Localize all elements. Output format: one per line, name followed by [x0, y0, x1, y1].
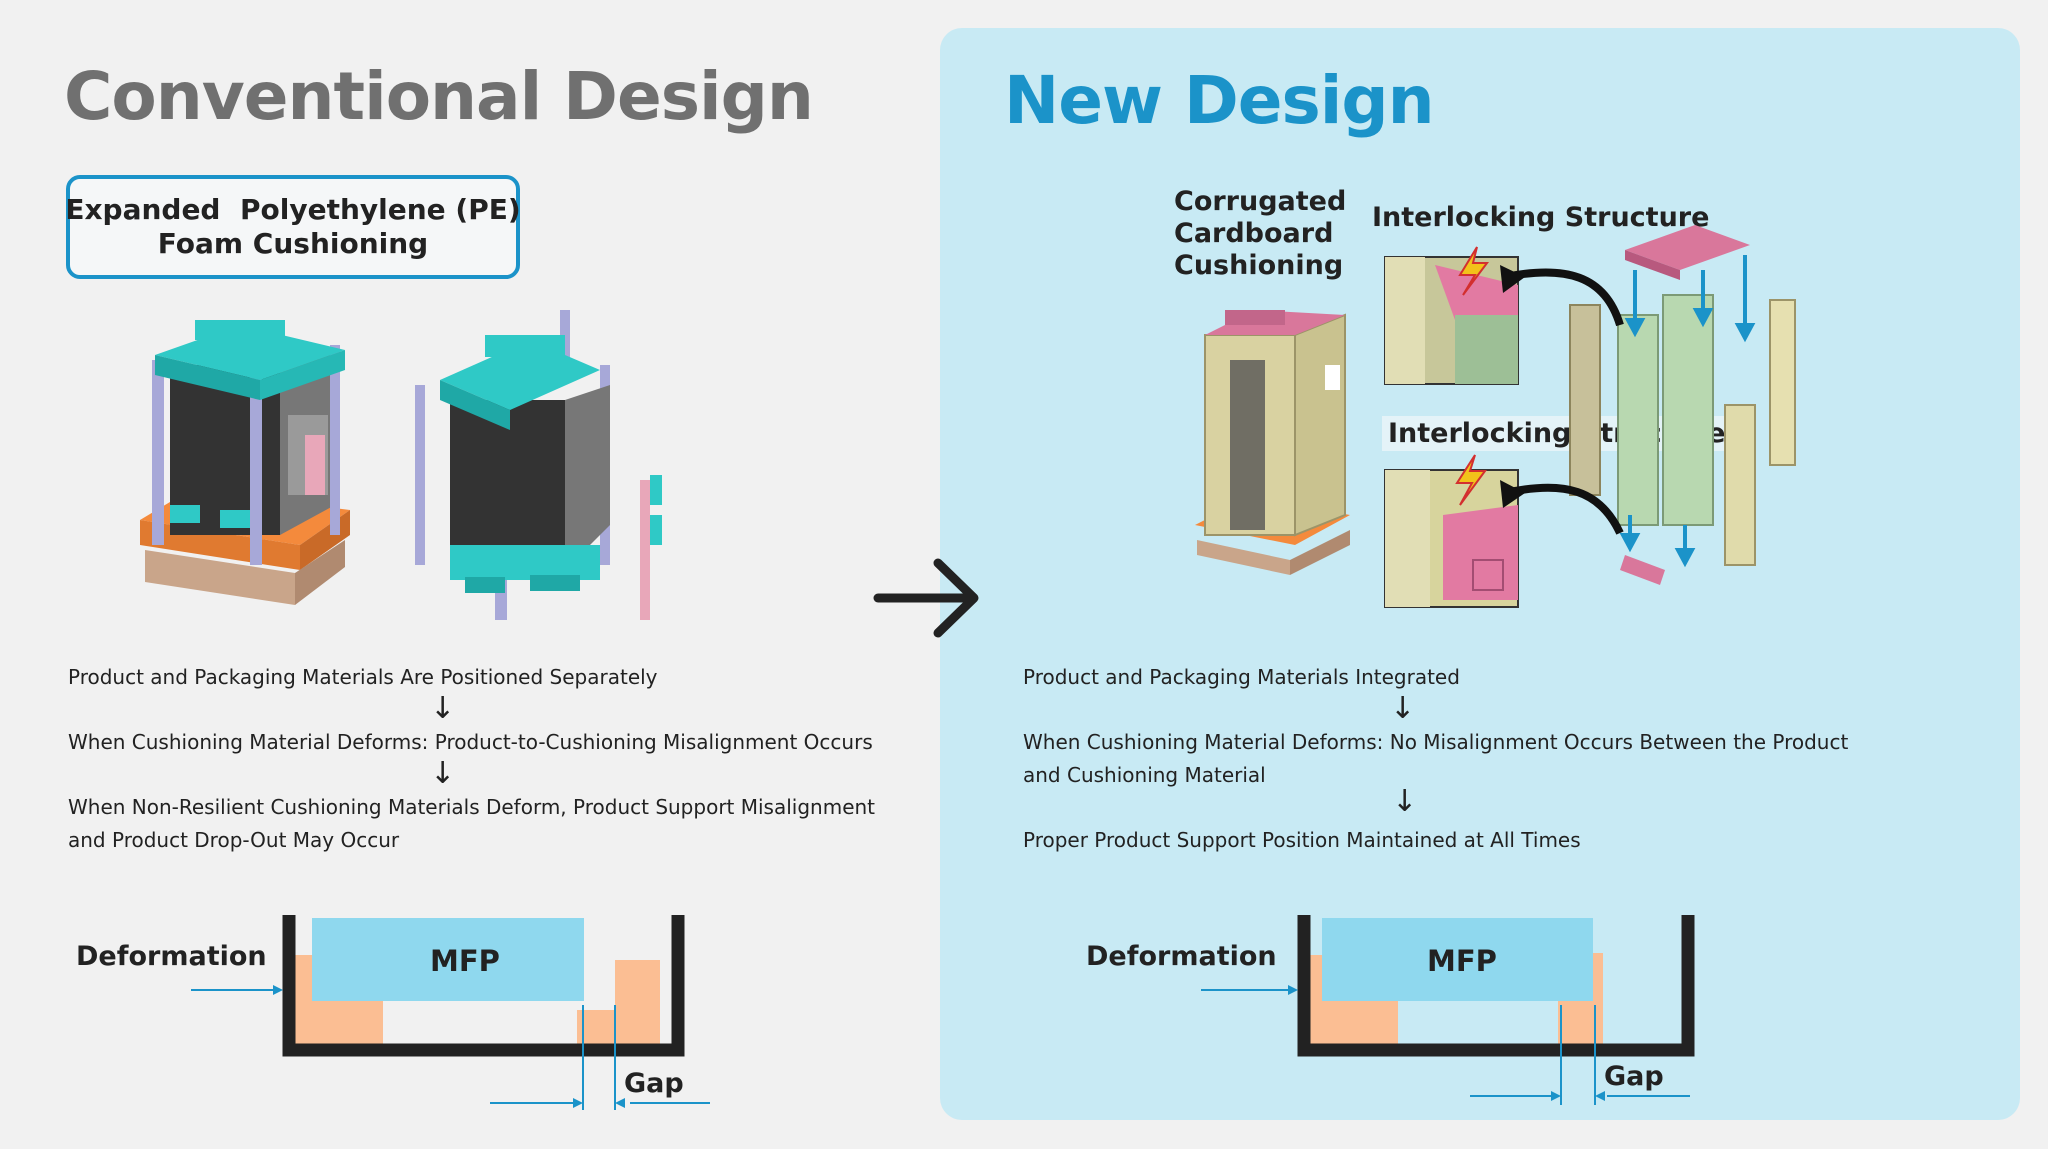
container-outline [282, 915, 685, 1057]
pe-foam-label-line2: Foam Cushioning [157, 227, 429, 260]
mfp-label-left: MFP [430, 944, 500, 978]
new-flow-step2: When Cushioning Material Deforms: No Mis… [1023, 726, 1848, 792]
right-cushion-block [615, 960, 660, 1045]
assembled-cardboard-package [1195, 310, 1350, 575]
conventional-flow-step3: When Non-Resilient Cushioning Materials … [68, 791, 875, 857]
pe-foam-label-line1: Expanded Polyethylene (PE) [65, 193, 521, 226]
new-flow-step3: Proper Product Support Position Maintain… [1023, 828, 1581, 852]
corrugated-label-line1: Corrugated [1174, 186, 1347, 217]
corrugated-label-line2: Cardboard [1174, 218, 1334, 249]
new-flow-step2-line1: When Cushioning Material Deforms: No Mis… [1023, 730, 1849, 754]
new-deformation-diagram [1201, 915, 1695, 1105]
conventional-flow-arrow2: ↓ [430, 756, 456, 791]
exploded-cardboard-parts [1569, 225, 1796, 585]
deformation-label-left: Deformation [76, 941, 267, 972]
conventional-design-title: Conventional Design [64, 58, 814, 135]
conventional-deformation-diagram [191, 915, 710, 1110]
conventional-flow-arrow1: ↓ [430, 691, 456, 726]
new-flow-arrow2: ↓ [1392, 784, 1418, 819]
corrugated-cardboard-label: Corrugated Cardboard Cushioning [1174, 186, 1346, 282]
interlocking-structure-label-top: Interlocking Structure [1372, 202, 1710, 233]
conventional-package-illustration [140, 310, 662, 620]
gap-label-right: Gap [1604, 1061, 1664, 1092]
interlock-arrow-bottom [1504, 483, 1624, 535]
deformation-label-right: Deformation [1086, 941, 1277, 972]
exploded-foam-package [415, 310, 662, 620]
pe-foam-label-box: Expanded Polyethylene (PE) Foam Cushioni… [65, 175, 521, 279]
new-flow-arrow1: ↓ [1390, 691, 1416, 726]
cardboard-package-illustration [1195, 225, 1796, 608]
mfp-block [1322, 918, 1593, 1001]
mfp-block [312, 918, 584, 1001]
conventional-flow-step1: Product and Packaging Materials Are Posi… [68, 665, 658, 689]
conventional-flow-step2: When Cushioning Material Deforms: Produc… [68, 730, 873, 754]
assembled-foam-package [140, 320, 350, 605]
gap-label-left: Gap [624, 1068, 684, 1099]
new-flow-step1: Product and Packaging Materials Integrat… [1023, 665, 1460, 689]
corrugated-label-line3: Cushioning [1174, 250, 1344, 281]
transition-arrow [873, 558, 979, 638]
conventional-flow-step3-line1: When Non-Resilient Cushioning Materials … [68, 795, 876, 819]
interlock-arrow-top [1504, 268, 1624, 327]
new-design-title: New Design [1004, 62, 1435, 139]
conventional-flow-step3-line2: and Product Drop-Out May Occur [68, 828, 400, 852]
new-flow-step2-line2: and Cushioning Material [1023, 763, 1266, 787]
container-outline [1297, 915, 1695, 1057]
interlock-detail-bottom [1384, 454, 1519, 608]
interlock-detail-top [1384, 246, 1519, 385]
mfp-label-right: MFP [1427, 944, 1497, 978]
